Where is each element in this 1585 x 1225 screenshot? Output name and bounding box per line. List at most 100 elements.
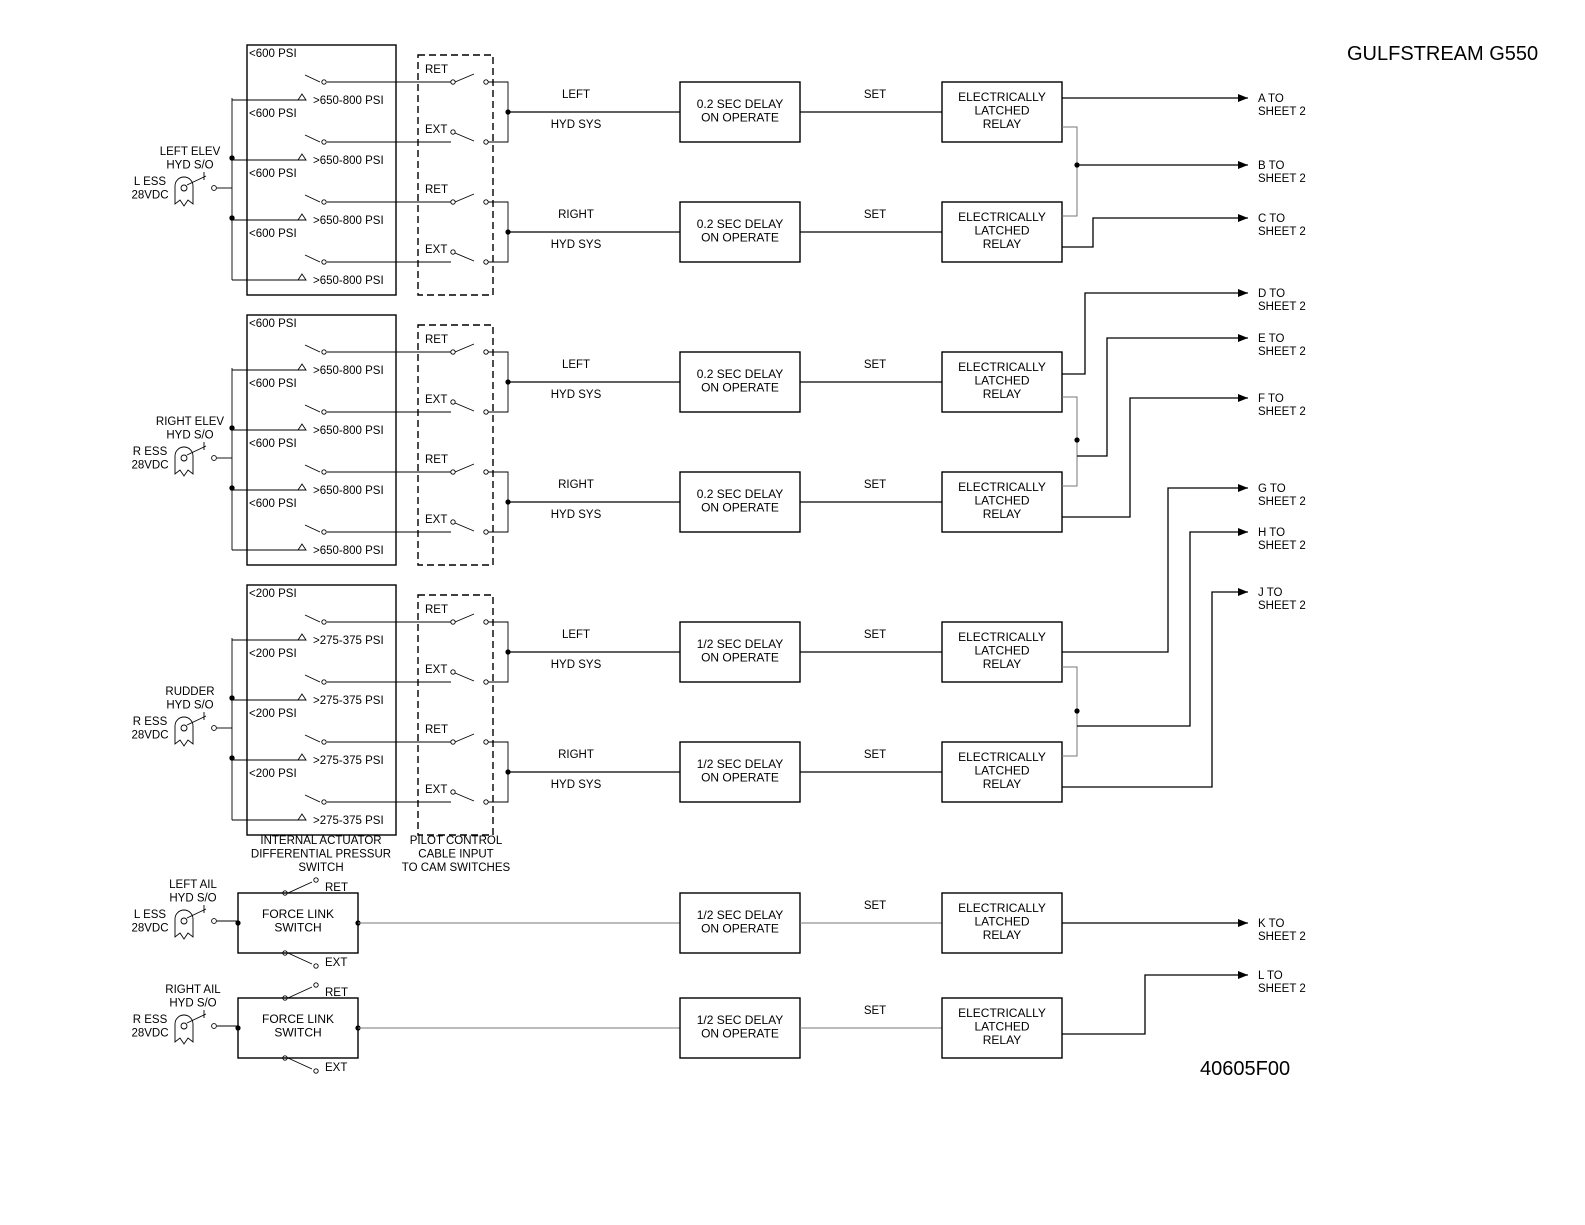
high-pressure-label: >275-375 PSI bbox=[313, 815, 384, 827]
delay-label: ON OPERATE bbox=[701, 922, 779, 936]
set-label: SET bbox=[864, 359, 886, 371]
ext-contact bbox=[313, 963, 319, 969]
pressure-switch-box bbox=[246, 314, 397, 566]
output-sheet-label: SHEET 2 bbox=[1258, 983, 1306, 995]
junction-dot bbox=[229, 695, 235, 701]
ext-label: EXT bbox=[425, 124, 447, 136]
hyd-sys-label: HYD SYS bbox=[551, 239, 602, 251]
ext-contact bbox=[282, 950, 288, 956]
shutoff-blade bbox=[186, 175, 207, 186]
ext-label: EXT bbox=[325, 1062, 347, 1074]
high-pressure-label: >650-800 PSI bbox=[313, 275, 384, 287]
shutoff-label: HYD S/O bbox=[169, 998, 216, 1010]
shutoff-label: RUDDER bbox=[165, 686, 214, 698]
delay-box bbox=[679, 892, 801, 954]
relay-label: LATCHED bbox=[974, 494, 1029, 508]
shutoff-blade bbox=[186, 445, 207, 456]
pressure-terminal bbox=[297, 273, 307, 281]
junction-dot bbox=[1074, 437, 1080, 443]
cam-switch-contact bbox=[450, 519, 456, 525]
output-wire bbox=[1062, 487, 1248, 653]
output-arrow bbox=[1238, 94, 1248, 102]
force-link-label: FORCE LINK bbox=[262, 1012, 334, 1026]
pressure-switch-blade bbox=[304, 614, 321, 623]
output-sheet-label: SHEET 2 bbox=[1258, 301, 1306, 313]
cam-output-wire bbox=[488, 351, 509, 413]
cam-output-wire bbox=[488, 621, 509, 683]
cam-switch-contact bbox=[450, 349, 456, 355]
relay-label: LATCHED bbox=[974, 224, 1029, 238]
relay-label: ELECTRICALLY bbox=[958, 630, 1046, 644]
low-pressure-label: <600 PSI bbox=[249, 378, 297, 390]
output-wire bbox=[1077, 337, 1248, 457]
cam-output-wire bbox=[488, 741, 509, 803]
junction-dot bbox=[229, 485, 235, 491]
cam-switch-contact bbox=[483, 529, 489, 535]
low-pressure-label: <600 PSI bbox=[249, 108, 297, 120]
cam-switch-contact bbox=[450, 249, 456, 255]
power-label: 28VDC bbox=[131, 460, 168, 472]
output-sheet-label: SHEET 2 bbox=[1258, 600, 1306, 612]
pressure-switch-blade bbox=[304, 404, 321, 413]
ret-label: RET bbox=[325, 882, 348, 894]
relay-label: RELAY bbox=[983, 928, 1021, 942]
delay-label: ON OPERATE bbox=[701, 1027, 779, 1041]
ret-label: RET bbox=[425, 334, 448, 346]
pressure-terminal bbox=[297, 543, 307, 551]
output-wire bbox=[1077, 531, 1248, 727]
shutoff-label: LEFT ELEV bbox=[160, 146, 221, 158]
power-plug-contact bbox=[180, 917, 188, 925]
cam-switch-blade bbox=[454, 792, 475, 802]
cam-switch-contact bbox=[450, 619, 456, 625]
shutoff-contact bbox=[211, 725, 217, 731]
cam-switch-contact bbox=[483, 259, 489, 265]
pressure-terminal bbox=[297, 693, 307, 701]
high-pressure-label: >650-800 PSI bbox=[313, 155, 384, 167]
relay-label: RELAY bbox=[983, 657, 1021, 671]
output-wire bbox=[1062, 292, 1248, 375]
cam-switch-box bbox=[417, 324, 494, 566]
cam-switch-contact bbox=[450, 129, 456, 135]
output-wire bbox=[1062, 397, 1248, 518]
shutoff-label: HYD S/O bbox=[166, 160, 213, 172]
output-arrow bbox=[1238, 289, 1248, 297]
shutoff-contact bbox=[211, 1023, 217, 1029]
junction-dot bbox=[229, 155, 235, 161]
delay-label: 1/2 SEC DELAY bbox=[697, 757, 783, 771]
cam-switch-contact bbox=[483, 409, 489, 415]
high-pressure-label: >650-800 PSI bbox=[313, 215, 384, 227]
ret-contact bbox=[313, 982, 319, 988]
shutoff-contact bbox=[211, 455, 217, 461]
high-pressure-label: >650-800 PSI bbox=[313, 545, 384, 557]
hyd-sys-label: HYD SYS bbox=[551, 779, 602, 791]
schematic-content: <600 PSI >650-800 PSI RET <600 PSI >650-800 … bbox=[131, 44, 1306, 1074]
low-pressure-label: <200 PSI bbox=[249, 588, 297, 600]
cam-switch-box bbox=[417, 594, 494, 836]
pressure-switch-blade bbox=[304, 734, 321, 743]
force-link-label: SWITCH bbox=[274, 1026, 321, 1040]
relay-box bbox=[941, 741, 1063, 803]
ext-blade bbox=[287, 1057, 313, 1070]
output-arrow bbox=[1238, 528, 1248, 536]
output-arrow bbox=[1238, 161, 1248, 169]
output-label: L TO bbox=[1258, 970, 1283, 982]
shutoff-label: HYD S/O bbox=[169, 893, 216, 905]
cam-switch-blade bbox=[454, 402, 475, 412]
delay-label: ON OPERATE bbox=[701, 381, 779, 395]
delay-box bbox=[679, 81, 801, 143]
pressure-switch-contact bbox=[321, 529, 327, 535]
pressure-switch-contact bbox=[321, 799, 327, 805]
shutoff-blade bbox=[186, 715, 207, 726]
relay-box bbox=[941, 201, 1063, 263]
delay-label: ON OPERATE bbox=[701, 651, 779, 665]
cam-output-wire bbox=[488, 201, 509, 263]
shutoff-contact bbox=[211, 918, 217, 924]
low-pressure-label: <600 PSI bbox=[249, 498, 297, 510]
cam-switch-contact bbox=[483, 139, 489, 145]
junction-dot bbox=[235, 1025, 241, 1031]
relay-label: RELAY bbox=[983, 777, 1021, 791]
output-arrow bbox=[1238, 394, 1248, 402]
shutoff-blade bbox=[186, 1013, 207, 1024]
delay-box bbox=[679, 997, 801, 1059]
shutoff-label: HYD S/O bbox=[166, 430, 213, 442]
